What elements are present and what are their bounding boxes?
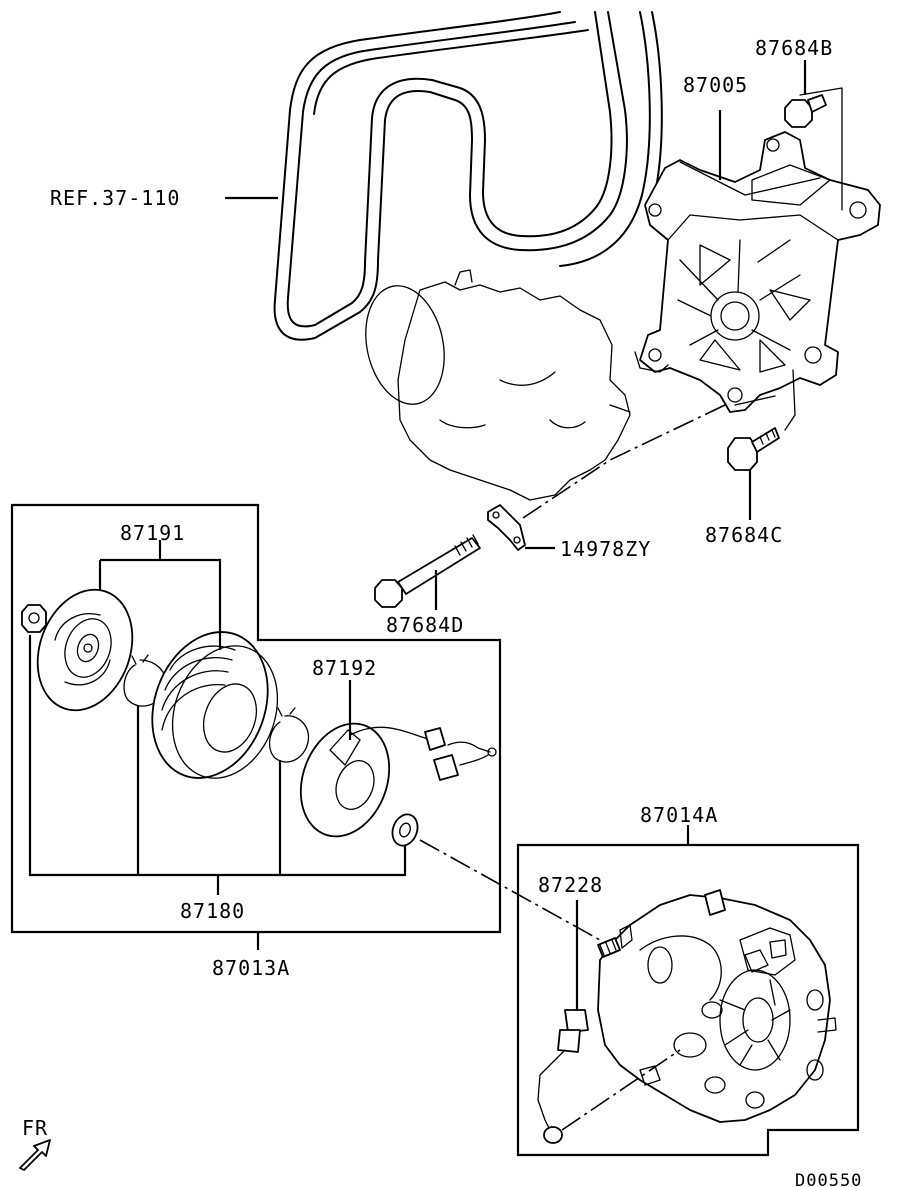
clutch-kit-border	[10, 503, 502, 934]
label-ref-37-110: REF.37-110	[50, 186, 180, 210]
pulley	[151, 631, 279, 779]
compressor-assy-border	[516, 843, 860, 1157]
fr-arrow-icon	[19, 1139, 51, 1171]
label-87684C: 87684C	[705, 523, 783, 547]
snap-ring-2	[268, 707, 310, 763]
label-87191: 87191	[120, 521, 185, 545]
bolt-87684D	[374, 534, 481, 610]
snap-ring	[123, 654, 167, 707]
label-87684B: 87684B	[755, 36, 833, 60]
compressor-bracket	[634, 131, 881, 413]
bolt-87684C	[727, 427, 780, 471]
label-14978ZY: 14978ZY	[560, 537, 651, 561]
diagram-code: D00550	[795, 1171, 862, 1187]
label-87228: 87228	[538, 873, 603, 897]
label-87014A: 87014A	[640, 803, 718, 827]
compressor-ghost	[365, 269, 631, 501]
clip-14978ZY	[487, 504, 555, 551]
label-87005: 87005	[683, 73, 748, 97]
shim	[391, 813, 419, 847]
field-coil	[299, 722, 497, 838]
bolt-87684B	[784, 94, 827, 128]
label-87192: 87192	[312, 656, 377, 680]
stud-bolt	[597, 937, 621, 958]
label-fr: FR	[22, 1116, 48, 1140]
label-87684D: 87684D	[386, 613, 464, 637]
armature-plate	[36, 588, 134, 712]
sensor-87228	[537, 900, 681, 1144]
compressor-assembly	[597, 889, 837, 1123]
label-87180: 87180	[180, 899, 245, 923]
nut	[21, 604, 47, 633]
drive-belt	[273, 11, 663, 341]
label-87013A: 87013A	[212, 956, 290, 980]
